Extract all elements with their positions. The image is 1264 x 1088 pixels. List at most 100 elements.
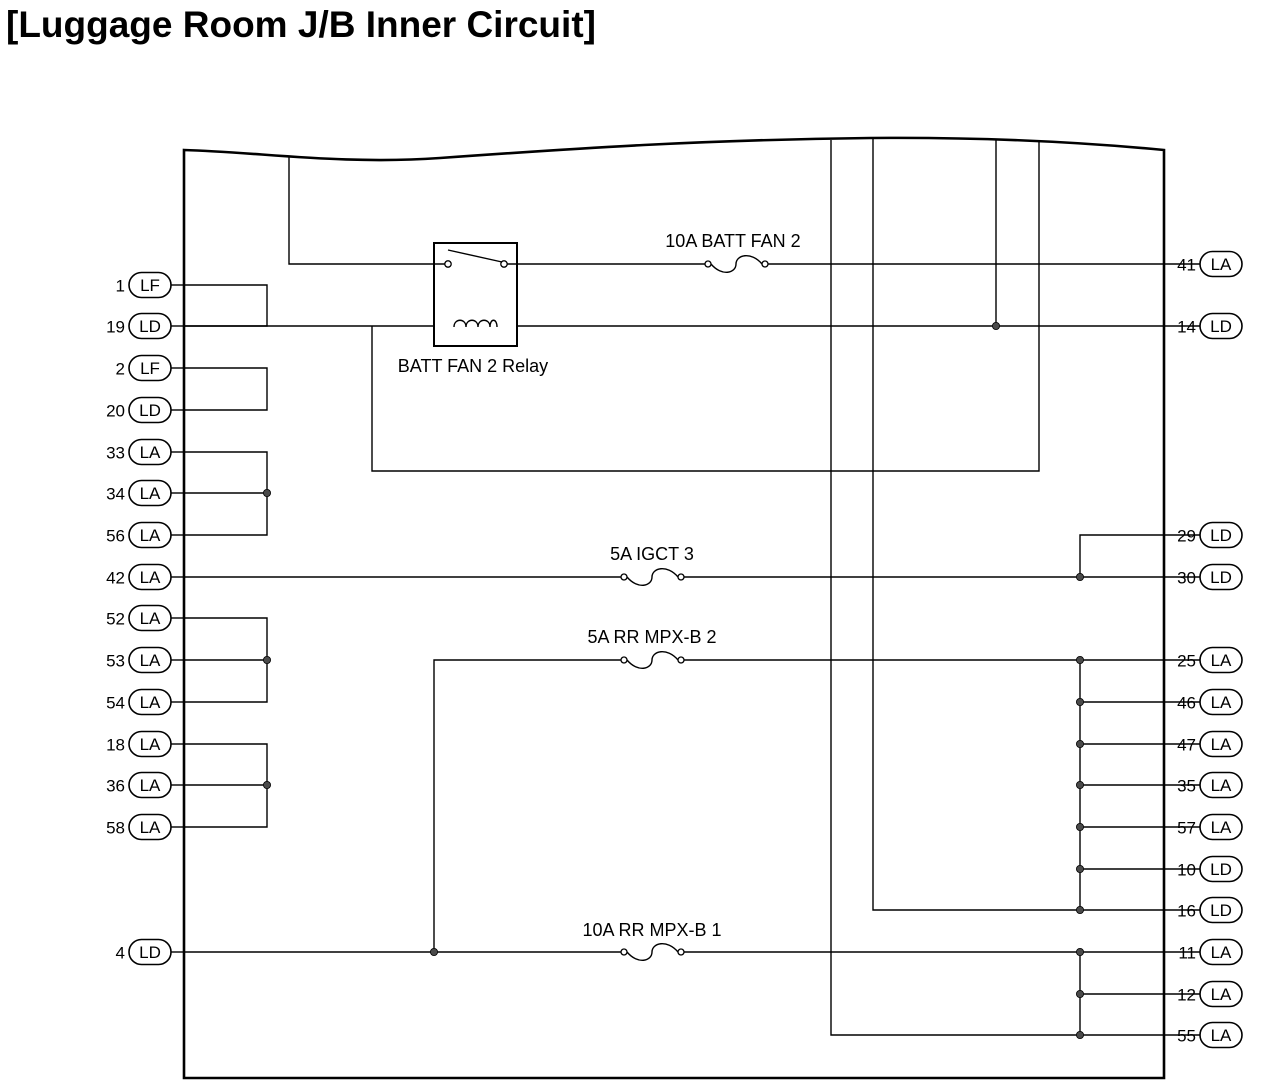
junction-dots (262, 321, 1085, 1040)
pin-number: 4 (116, 944, 125, 963)
pin-number: 34 (106, 485, 125, 504)
pin-number: 2 (116, 360, 125, 379)
pin-number: 56 (106, 527, 125, 546)
connector-code: LA (140, 651, 161, 670)
pin-number: 55 (1177, 1027, 1196, 1046)
left-pin-19: 19 LD (106, 312, 184, 340)
diagram-title: [Luggage Room J/B Inner Circuit] (6, 4, 596, 45)
fuse-label-rr-mpx-b1: 10A RR MPX-B 1 (582, 920, 721, 940)
connector-oval (128, 938, 172, 966)
pin-number: 53 (106, 652, 125, 671)
connector-code: LD (139, 317, 161, 336)
connector-oval (128, 688, 172, 716)
left-pin-58: 58 LA (106, 813, 184, 841)
pin-number: 14 (1177, 318, 1196, 337)
rr-mpx-b2-circuit (433, 138, 1164, 952)
connector-oval (1199, 855, 1243, 883)
batt-fan-circuit (184, 140, 1164, 472)
connector-oval (128, 563, 172, 591)
connector-code: LA (1211, 943, 1232, 962)
pin-number: 25 (1177, 652, 1196, 671)
pin-number: 35 (1177, 777, 1196, 796)
right-pin-47: 47 LA (1164, 730, 1243, 758)
pin-number: 46 (1177, 694, 1196, 713)
connector-code: LF (140, 359, 160, 378)
pin-number: 58 (106, 819, 125, 838)
connector-oval (1199, 896, 1243, 924)
connector-oval (128, 771, 172, 799)
connector-oval (1199, 250, 1243, 278)
connector-code: LA (1211, 735, 1232, 754)
connector-oval (1199, 938, 1243, 966)
left-pin-4: 4 LD (116, 938, 184, 966)
connector-code: LA (140, 693, 161, 712)
connector-oval (128, 730, 172, 758)
connector-code: LA (140, 484, 161, 503)
left-pin-42: 42 LA (106, 563, 184, 591)
connector-code: LA (1211, 693, 1232, 712)
left-pin-34: 34 LA (106, 479, 184, 507)
fuse-batt-fan-2-symbol (704, 255, 769, 273)
left-pin-36: 36 LA (106, 771, 184, 799)
connector-code: LD (139, 401, 161, 420)
connector-code: LA (1211, 255, 1232, 274)
connector-code: LD (1210, 526, 1232, 545)
left-pin-33: 33 LA (106, 438, 184, 466)
left-pin-53: 53 LA (106, 646, 184, 674)
pin-number: 36 (106, 777, 125, 796)
relay-label: BATT FAN 2 Relay (398, 356, 548, 376)
connector-oval (1199, 771, 1243, 799)
connector-oval (128, 396, 172, 424)
connector-code: LD (1210, 860, 1232, 879)
pin-number: 10 (1177, 861, 1196, 880)
right-pin-10: 10 LD (1164, 855, 1243, 883)
pin-number: 19 (106, 318, 125, 337)
connector-code: LA (140, 776, 161, 795)
connector-code: LD (1210, 901, 1232, 920)
junction-block-frame (182, 136, 1166, 1080)
pin-number: 42 (106, 569, 125, 588)
connector-code: LA (1211, 985, 1232, 1004)
pin-number: 33 (106, 444, 125, 463)
connector-oval (128, 354, 172, 382)
connector-code: LA (140, 818, 161, 837)
left-pin-18: 18 LA (106, 730, 184, 758)
pin-number: 18 (106, 736, 125, 755)
right-pin-41: 41 LA (1164, 250, 1243, 278)
connector-oval (128, 312, 172, 340)
connector-oval (1199, 646, 1243, 674)
connector-oval (128, 479, 172, 507)
pin-number: 47 (1177, 736, 1196, 755)
pin-number: 52 (106, 610, 125, 629)
connector-oval (1199, 563, 1243, 591)
fuse-label-batt-fan-2: 10A BATT FAN 2 (665, 231, 800, 251)
connector-code: LA (1211, 776, 1232, 795)
pin-number: 57 (1177, 819, 1196, 838)
connector-code: LA (140, 526, 161, 545)
pin-number: 12 (1177, 986, 1196, 1005)
fuse-label-rr-mpx-b2: 5A RR MPX-B 2 (587, 627, 716, 647)
fuse-label-igct3: 5A IGCT 3 (610, 544, 694, 564)
connector-code: LA (140, 443, 161, 462)
right-pin-35: 35 LA (1164, 771, 1243, 799)
pin-number: 1 (116, 277, 125, 296)
left-pin-56: 56 LA (106, 521, 184, 549)
pin-number: 41 (1177, 256, 1196, 275)
connector-oval (1199, 521, 1243, 549)
connector-oval (128, 521, 172, 549)
connector-code: LD (139, 943, 161, 962)
connector-code: LA (140, 568, 161, 587)
connector-code: LA (140, 735, 161, 754)
